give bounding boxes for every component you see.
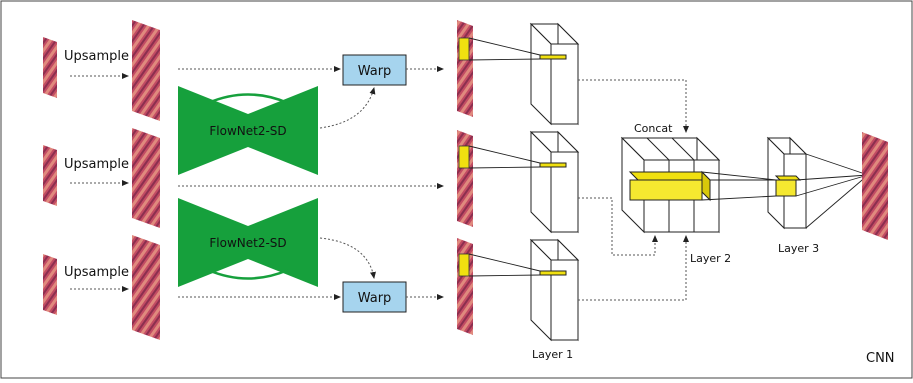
- layer3-block: [766, 136, 808, 230]
- flownet-block-1: FlowNet2-SD: [178, 86, 318, 175]
- warp-label-2: Warp: [358, 291, 392, 306]
- layer1-block-1: [529, 22, 580, 126]
- concat-block: [620, 136, 721, 234]
- flownet-block-2: FlowNet2-SD: [178, 198, 318, 287]
- cnn-label: CNN: [866, 351, 895, 366]
- upsample-arrows: [70, 73, 129, 292]
- warped-image-2: [457, 238, 473, 335]
- input-image-2: [43, 145, 57, 206]
- upsample-label-2: Upsample: [64, 157, 129, 172]
- layer2-label: Layer 2: [690, 252, 731, 265]
- upsample-label-1: Upsample: [64, 49, 129, 64]
- layer3-label: Layer 3: [778, 242, 819, 255]
- upsampled-image-1: [132, 20, 160, 121]
- warp-box-2: Warp: [342, 281, 407, 313]
- layer1-label: Layer 1: [532, 348, 573, 361]
- upsample-label-3: Upsample: [64, 265, 129, 280]
- layer1-block-2: [529, 130, 580, 234]
- layer1-block-3: [529, 238, 580, 342]
- warp-label-1: Warp: [358, 64, 392, 79]
- output-image: [862, 132, 888, 240]
- warp-box-1: Warp: [342, 54, 407, 86]
- flow-connectors: [178, 66, 444, 300]
- concat-connectors: [578, 79, 689, 301]
- upsampled-image-2: [132, 128, 160, 228]
- upsampled-image-3: [132, 235, 160, 340]
- concat-label: Concat: [634, 122, 673, 135]
- warped-image-1: [457, 20, 473, 117]
- kernel-lines: [468, 37, 541, 277]
- middle-image: [457, 130, 473, 227]
- input-image-1: [43, 37, 57, 98]
- input-image-3: [43, 254, 57, 315]
- flownet-label-2: FlowNet2-SD: [209, 236, 286, 250]
- flownet-label-1: FlowNet2-SD: [209, 124, 286, 138]
- projection-lines: [701, 153, 869, 229]
